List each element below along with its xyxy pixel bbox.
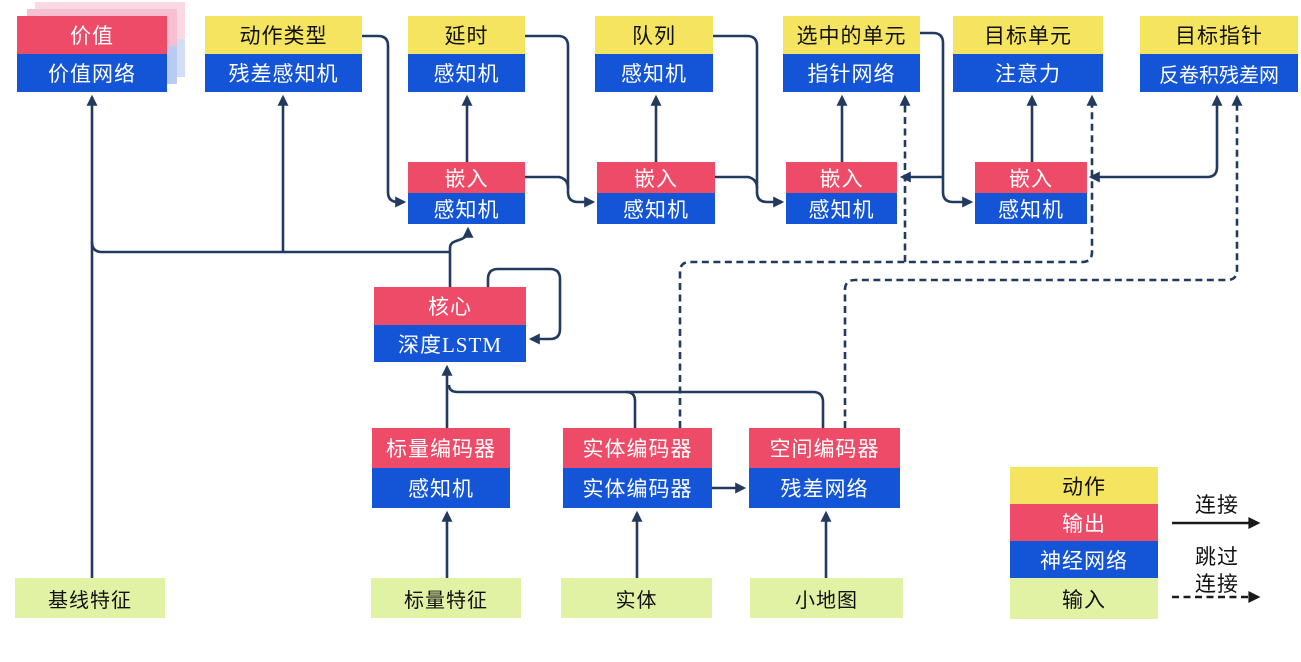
edge-embed4-to-targetpoint	[1088, 94, 1223, 183]
edge-core-to-value-bus	[90, 241, 450, 254]
core-label: 核心	[374, 287, 526, 325]
node-queue: 队列 感知机	[595, 16, 713, 92]
scalar-encoder-network-label: 感知机	[372, 468, 510, 508]
legend-output-label: 输出	[1010, 504, 1158, 541]
edge-selectedunits-to-embed4	[920, 31, 974, 208]
edge-embed1-merge	[525, 175, 570, 189]
target-point-network-label: 反卷积残差网	[1140, 54, 1298, 92]
entity-encoder-label: 实体编码器	[563, 428, 712, 468]
baseline-features-label: 基线特征	[15, 578, 165, 618]
node-embed-3: 嵌入 感知机	[786, 162, 897, 224]
legend-solid-connection-label: 连接	[1195, 493, 1239, 517]
node-input-minimap: 小地图	[750, 578, 903, 618]
node-action-type: 动作类型 残差感知机	[205, 16, 362, 92]
minimap-label: 小地图	[750, 578, 903, 618]
edge-actiontype-to-embed1	[362, 34, 407, 208]
edge-entityenc-bus-branch	[625, 390, 637, 428]
entity-encoder-network-label: 实体编码器	[563, 468, 712, 508]
node-input-baseline: 基线特征	[15, 578, 165, 618]
edge-queue-to-embed3	[713, 34, 785, 208]
node-target-unit: 目标单元 注意力	[953, 16, 1103, 92]
node-target-point: 目标指针 反卷积残差网	[1140, 16, 1298, 92]
scalar-encoder-label: 标量编码器	[372, 428, 510, 468]
value-output-label: 价值	[17, 16, 167, 54]
delay-network-label: 感知机	[408, 54, 525, 92]
node-core: 核心 深度LSTM	[374, 287, 526, 362]
edge-encoder-bus	[447, 384, 825, 428]
action-type-label: 动作类型	[205, 16, 362, 54]
scalar-features-label: 标量特征	[371, 578, 521, 618]
node-selected-units: 选中的单元 指针网络	[783, 16, 920, 92]
legend-input-label: 输入	[1010, 578, 1158, 619]
edge-skip-entity	[678, 94, 1098, 428]
node-entity-encoder: 实体编码器 实体编码器	[563, 428, 712, 508]
action-type-network-label: 残差感知机	[205, 54, 362, 92]
edge-embed2-merge	[715, 175, 759, 189]
embed-network-label: 感知机	[408, 193, 525, 224]
embed-label: 嵌入	[975, 162, 1087, 193]
edge-core-to-embed1	[448, 226, 474, 287]
embed-label: 嵌入	[408, 162, 525, 193]
legend-color-key: 动作 输出 神经网络 输入	[1010, 467, 1158, 619]
entities-label: 实体	[561, 578, 712, 618]
node-spatial-encoder: 空间编码器 残差网络	[749, 428, 900, 508]
embed-label: 嵌入	[597, 162, 715, 193]
spatial-encoder-label: 空间编码器	[749, 428, 900, 468]
legend-action-label: 动作	[1010, 467, 1158, 504]
queue-label: 队列	[595, 16, 713, 54]
selected-units-label: 选中的单元	[783, 16, 920, 54]
node-embed-4: 嵌入 感知机	[975, 162, 1087, 224]
selected-units-network-label: 指针网络	[783, 54, 920, 92]
node-embed-2: 嵌入 感知机	[597, 162, 715, 224]
node-delay: 延时 感知机	[408, 16, 525, 92]
node-value: 价值 价值网络	[17, 16, 167, 92]
edge-core-selfloop	[486, 267, 562, 345]
target-unit-label: 目标单元	[953, 16, 1103, 54]
edge-delay-to-embed2	[525, 34, 596, 208]
legend-network-label: 神经网络	[1010, 541, 1158, 578]
delay-label: 延时	[408, 16, 525, 54]
embed-network-label: 感知机	[786, 193, 897, 224]
node-embed-1: 嵌入 感知机	[408, 162, 525, 224]
embed-network-label: 感知机	[597, 193, 715, 224]
spatial-encoder-network-label: 残差网络	[749, 468, 900, 508]
target-point-label: 目标指针	[1140, 16, 1298, 54]
queue-network-label: 感知机	[595, 54, 713, 92]
node-scalar-encoder: 标量编码器 感知机	[372, 428, 510, 508]
embed-label: 嵌入	[786, 162, 897, 193]
embed-network-label: 感知机	[975, 193, 1087, 224]
legend-skip-label-line2: 连接	[1195, 572, 1239, 596]
legend-skip-label-line1: 跳过	[1195, 545, 1239, 569]
value-network-label: 价值网络	[17, 54, 167, 92]
edge-skip-spatial	[843, 94, 1243, 428]
core-network-label: 深度LSTM	[374, 325, 526, 362]
node-input-entity: 实体	[561, 578, 712, 618]
node-input-scalar: 标量特征	[371, 578, 521, 618]
target-unit-network-label: 注意力	[953, 54, 1103, 92]
